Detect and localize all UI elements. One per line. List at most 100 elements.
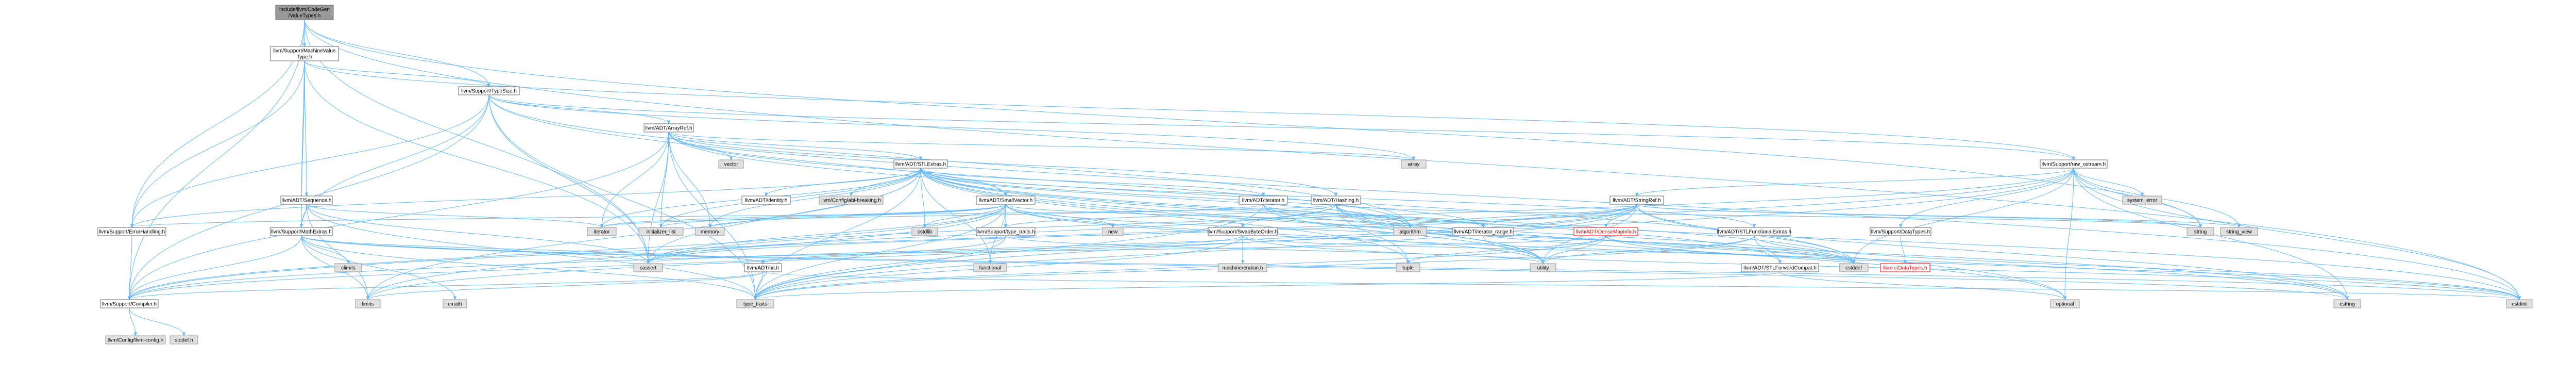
edge-stringref-to-algorithm (1410, 204, 1637, 227)
node-label-hashing: llvm/ADT/Hashing.h (1313, 198, 1359, 204)
edge-stlextras-to-cstdlib (920, 168, 925, 227)
node-box-densemapinfo (1573, 227, 1638, 236)
node-array: array (1401, 159, 1427, 169)
node-hashing[interactable]: llvm/ADT/Hashing.h (1311, 195, 1361, 205)
node-box-identity (741, 195, 791, 205)
node-datatypes[interactable]: llvm/Support/DataTypes.h (1870, 227, 1931, 236)
edge-stlextras-to-cstddef (920, 168, 1854, 264)
edge-stlextras-to-memory (710, 168, 921, 227)
edge-bit-to-limits (368, 271, 764, 300)
edge-stlextras-to-iterator_range (920, 168, 1483, 227)
edge-arrayref-to-vector (668, 132, 731, 160)
edge-smallvector-to-algorithm (1005, 204, 1410, 227)
edge-stlextras-to-functional (920, 168, 990, 264)
edge-stringref-to-string (1636, 204, 2200, 227)
node-box-limits (355, 299, 381, 308)
edge-stringref-to-string_view (1636, 204, 2239, 227)
node-bit[interactable]: llvm/ADT/bit.h (744, 263, 782, 272)
node-label-errorhandling: llvm/Support/ErrorHandling.h (99, 230, 165, 235)
node-raw_ostream[interactable]: llvm/Support/raw_ostream.h (2040, 159, 2108, 169)
node-box-type_traits (736, 299, 774, 308)
node-label-config: llvm/Config/llvm-config.h (108, 338, 163, 344)
node-label-machinevaluetype: Type.h (297, 55, 312, 60)
edge-stlextras-to-stlforwardcompat (920, 168, 1780, 264)
node-smallvector[interactable]: llvm/ADT/SmallVector.h (976, 195, 1036, 205)
node-arrayref[interactable]: llvm/ADT/ArrayRef.h (643, 123, 694, 133)
edge-adt_iterator-to-type_traits (755, 204, 1264, 300)
edge-densemapinfo-to-cstddef (1605, 235, 1854, 264)
edge-smallvector-to-compiler (129, 204, 1006, 300)
edge-machinevaluetype-to-typesize (304, 60, 489, 87)
node-box-iterator_range (1452, 227, 1514, 236)
node-label-c_datatypes: llvm-c/DataTypes.h (1883, 266, 1927, 271)
node-box-sequence (280, 195, 333, 205)
node-mathextras[interactable]: llvm/Support/MathExtras.h (270, 227, 333, 236)
node-memory: memory (695, 227, 725, 236)
node-box-system_error (2122, 195, 2162, 205)
node-type_traits_h[interactable]: llvm/Support/type_traits.h (976, 227, 1036, 236)
node-label-array: array (1408, 162, 1420, 168)
edge-stringref-to-densemapinfo (1606, 204, 1637, 227)
edge-stlextras-to-utility (920, 168, 1543, 264)
edge-valuetypes-to-cassert (304, 19, 648, 264)
node-densemapinfo[interactable]: llvm/ADT/DenseMapInfo.h (1573, 227, 1638, 236)
node-label-cstring: cstring (2340, 302, 2354, 307)
node-new: new (1102, 227, 1124, 236)
edge-valuetypes-to-typesize (304, 19, 489, 87)
node-config: llvm/Config/llvm-config.h (105, 335, 166, 345)
node-typesize[interactable]: llvm/Support/TypeSize.h (458, 86, 520, 95)
edge-smallvector-to-memory (710, 204, 1006, 227)
edge-sequence-to-cassert (306, 204, 648, 264)
node-valuetypes[interactable]: include/llvm/CodeGen/ValueTypes.h (275, 5, 334, 20)
node-label-typesize: llvm/Support/TypeSize.h (461, 89, 517, 94)
node-label-new: new (1108, 230, 1118, 235)
edge-raw_ostream-to-cstddef (1854, 168, 2074, 264)
node-stlextras[interactable]: llvm/ADT/STLExtras.h (893, 159, 948, 169)
node-box-array (1401, 159, 1427, 169)
node-errorhandling[interactable]: llvm/Support/ErrorHandling.h (97, 227, 166, 236)
node-c_datatypes[interactable]: llvm-c/DataTypes.h (1880, 263, 1930, 272)
node-identity[interactable]: llvm/ADT/identity.h (741, 195, 791, 205)
node-compiler[interactable]: llvm/Support/Compiler.h (100, 299, 159, 308)
node-stlfunctionalextras[interactable]: llvm/ADT/STLFunctionalExtras.h (1717, 227, 1792, 236)
node-box-string_view (2220, 227, 2258, 236)
node-label-endian: machine/endian.h (1223, 266, 1263, 271)
node-label-initializer_list: initializer_list (647, 230, 676, 235)
edge-machinevaluetype-to-sequence (304, 60, 307, 196)
node-label-stlextras: llvm/ADT/STLExtras.h (895, 162, 946, 168)
edge-stlforwardcompat-to-optional (1780, 271, 2065, 300)
edge-typesize-to-errorhandling (132, 94, 489, 227)
node-string: string (2187, 227, 2214, 236)
node-stlforwardcompat[interactable]: llvm/ADT/STLForwardCompat.h (1741, 263, 1819, 272)
node-swapbyteorder[interactable]: llvm/Support/SwapByteOrder.h (1208, 227, 1278, 236)
node-label-cstddef: cstddef (1845, 266, 1862, 271)
node-label-stlforwardcompat: llvm/ADT/STLForwardCompat.h (1743, 266, 1817, 271)
node-label-machinevaluetype: llvm/Support/MachineValue (274, 48, 336, 54)
node-sequence[interactable]: llvm/ADT/Sequence.h (280, 195, 333, 205)
nodes-layer: include/llvm/CodeGen/ValueTypes.h llvm/Su… (97, 5, 2533, 345)
node-stringref[interactable]: llvm/ADT/StringRef.h (1609, 195, 1664, 205)
edge-stringref-to-type_traits (755, 204, 1637, 300)
node-box-adt_iterator (1239, 195, 1288, 205)
node-box-smallvector (976, 195, 1036, 205)
node-stddef: stddef.h (170, 335, 198, 345)
node-label-bit: llvm/ADT/bit.h (747, 266, 779, 271)
node-label-memory: memory (701, 230, 719, 235)
node-box-raw_ostream (2040, 159, 2108, 169)
edge-datatypes-to-c_datatypes (1900, 235, 1905, 264)
node-climits: climits (334, 263, 362, 272)
node-adt_iterator[interactable]: llvm/ADT/iterator.h (1239, 195, 1288, 205)
edges-layer (129, 19, 2519, 336)
node-label-tuple: tuple (1402, 266, 1414, 271)
edge-typesize-to-array (488, 94, 1414, 160)
edge-smallvector-to-iterator (602, 204, 1006, 227)
edge-smallvector-to-cstring (1005, 204, 2347, 300)
edge-type_traits_h-to-type_traits (755, 235, 1006, 300)
node-iterator_range[interactable]: llvm/ADT/iterator_range.h (1452, 227, 1514, 236)
node-box-functional (973, 263, 1007, 272)
node-type_traits: type_traits (736, 299, 774, 308)
edge-arrayref-to-cassert (648, 132, 669, 264)
node-cstdint: cstdint (2506, 299, 2533, 308)
